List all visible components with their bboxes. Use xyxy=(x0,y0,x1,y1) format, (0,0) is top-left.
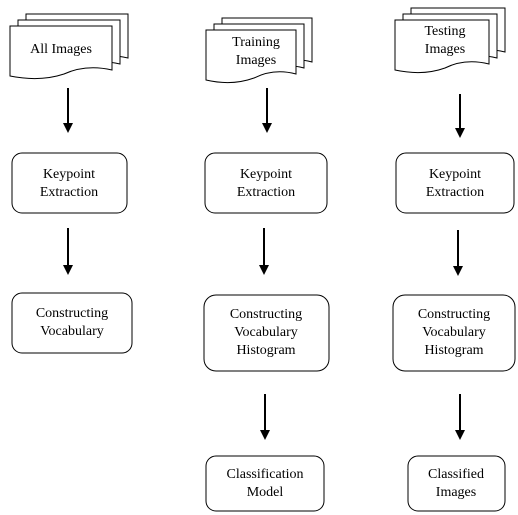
box-label-line: Extraction xyxy=(40,185,98,200)
box-label-line: Constructing xyxy=(418,307,490,322)
document-stack-testing-images: Testing Images xyxy=(394,7,506,74)
box-classified-images: Classified Images xyxy=(407,455,506,512)
box-label-line: Keypoint xyxy=(240,167,292,182)
column-training-images: Training Images Keypoint Extraction Cons… xyxy=(203,17,330,512)
doc-label-line: All Images xyxy=(30,42,92,57)
document-stack-training-images: Training Images xyxy=(205,17,313,84)
box-constructing-vocabulary-histogram: Constructing Vocabulary Histogram xyxy=(203,294,330,372)
box-constructing-vocabulary-histogram: Constructing Vocabulary Histogram xyxy=(392,294,516,372)
box-label-line: Vocabulary xyxy=(40,324,104,339)
box-label-line: Constructing xyxy=(36,306,108,321)
box-classification-model: Classification Model xyxy=(205,455,325,512)
box-label-line: Histogram xyxy=(236,343,295,358)
doc-label-line: Images xyxy=(425,42,465,57)
doc-label-line: Images xyxy=(236,53,276,68)
column-testing-images: Testing Images Keypoint Extraction Const… xyxy=(392,7,516,512)
column-all-images: All Images Keypoint Extraction Construct… xyxy=(9,13,133,354)
box-label-line: Constructing xyxy=(230,307,302,322)
box-label-line: Vocabulary xyxy=(422,325,486,340)
box-label-line: Images xyxy=(436,485,476,500)
box-label-line: Extraction xyxy=(426,185,484,200)
box-label-line: Classification xyxy=(227,467,304,482)
document-stack-all-images: All Images xyxy=(9,13,129,80)
box-keypoint-extraction: Keypoint Extraction xyxy=(395,152,515,214)
doc-label-line: Testing xyxy=(424,24,465,39)
box-label-line: Keypoint xyxy=(43,167,95,182)
doc-label-line: Training xyxy=(232,35,280,50)
box-label-line: Vocabulary xyxy=(234,325,298,340)
box-constructing-vocabulary: Constructing Vocabulary xyxy=(11,292,133,354)
box-keypoint-extraction: Keypoint Extraction xyxy=(11,152,128,214)
box-label-line: Keypoint xyxy=(429,167,481,182)
box-label-line: Classified xyxy=(428,467,484,482)
box-keypoint-extraction: Keypoint Extraction xyxy=(204,152,328,214)
box-label-line: Extraction xyxy=(237,185,295,200)
box-label-line: Model xyxy=(247,485,284,500)
box-label-line: Histogram xyxy=(424,343,483,358)
